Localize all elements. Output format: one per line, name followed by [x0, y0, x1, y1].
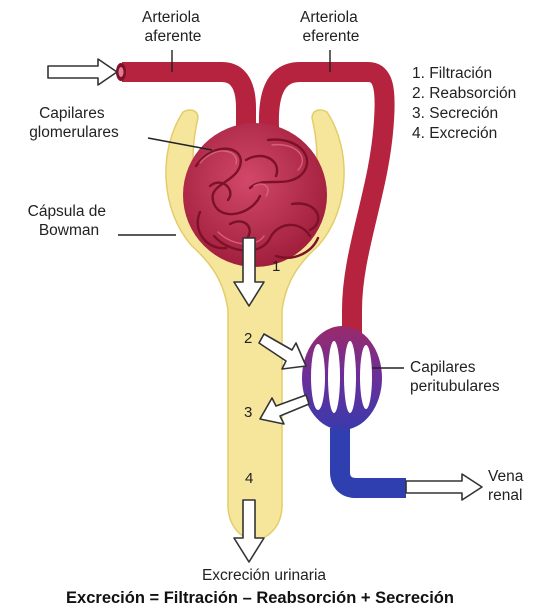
peritubular-label: Capilares peritubulares [410, 359, 500, 395]
process-item-filtration: 1. Filtración [412, 65, 492, 82]
afferent-label: Arteriola aferente [142, 9, 204, 45]
process-item-reabsorption: 2. Reabsorción [412, 85, 516, 102]
efferent-label: Arteriola eferente [300, 9, 362, 45]
arrow-secretion [259, 394, 310, 425]
excretion-equation: Excreción = Filtración – Reabsorción + S… [66, 589, 454, 607]
step-number-4: 4 [245, 470, 253, 487]
arrow-reabsorption [258, 333, 307, 370]
bowman-label: Cápsula de Bowman [28, 203, 111, 239]
arrow-input [47, 58, 118, 86]
glomerular-label: Capilares glomerulares [29, 105, 119, 141]
process-list: 1. Filtración 2. Reabsorción 3. Secreció… [412, 65, 516, 142]
step-number-3: 3 [244, 404, 252, 421]
process-item-secretion: 3. Secreción [412, 105, 498, 122]
efferent-vessel [258, 62, 406, 498]
process-item-excretion: 4. Excreción [412, 125, 497, 142]
step-number-1: 1 [272, 258, 280, 275]
glomerulus [183, 123, 327, 267]
afferent-arteriole [116, 62, 256, 150]
arrow-excretion [233, 499, 265, 563]
arrow-filtration [233, 237, 265, 307]
leader-glomerular [147, 137, 213, 151]
peritubular-capillaries [302, 326, 382, 430]
renal-vein-label: Vena renal [488, 468, 528, 504]
urinary-excretion-label: Excreción urinaria [202, 567, 326, 584]
arrow-renal-vein [405, 473, 483, 501]
step-number-2: 2 [244, 330, 252, 347]
